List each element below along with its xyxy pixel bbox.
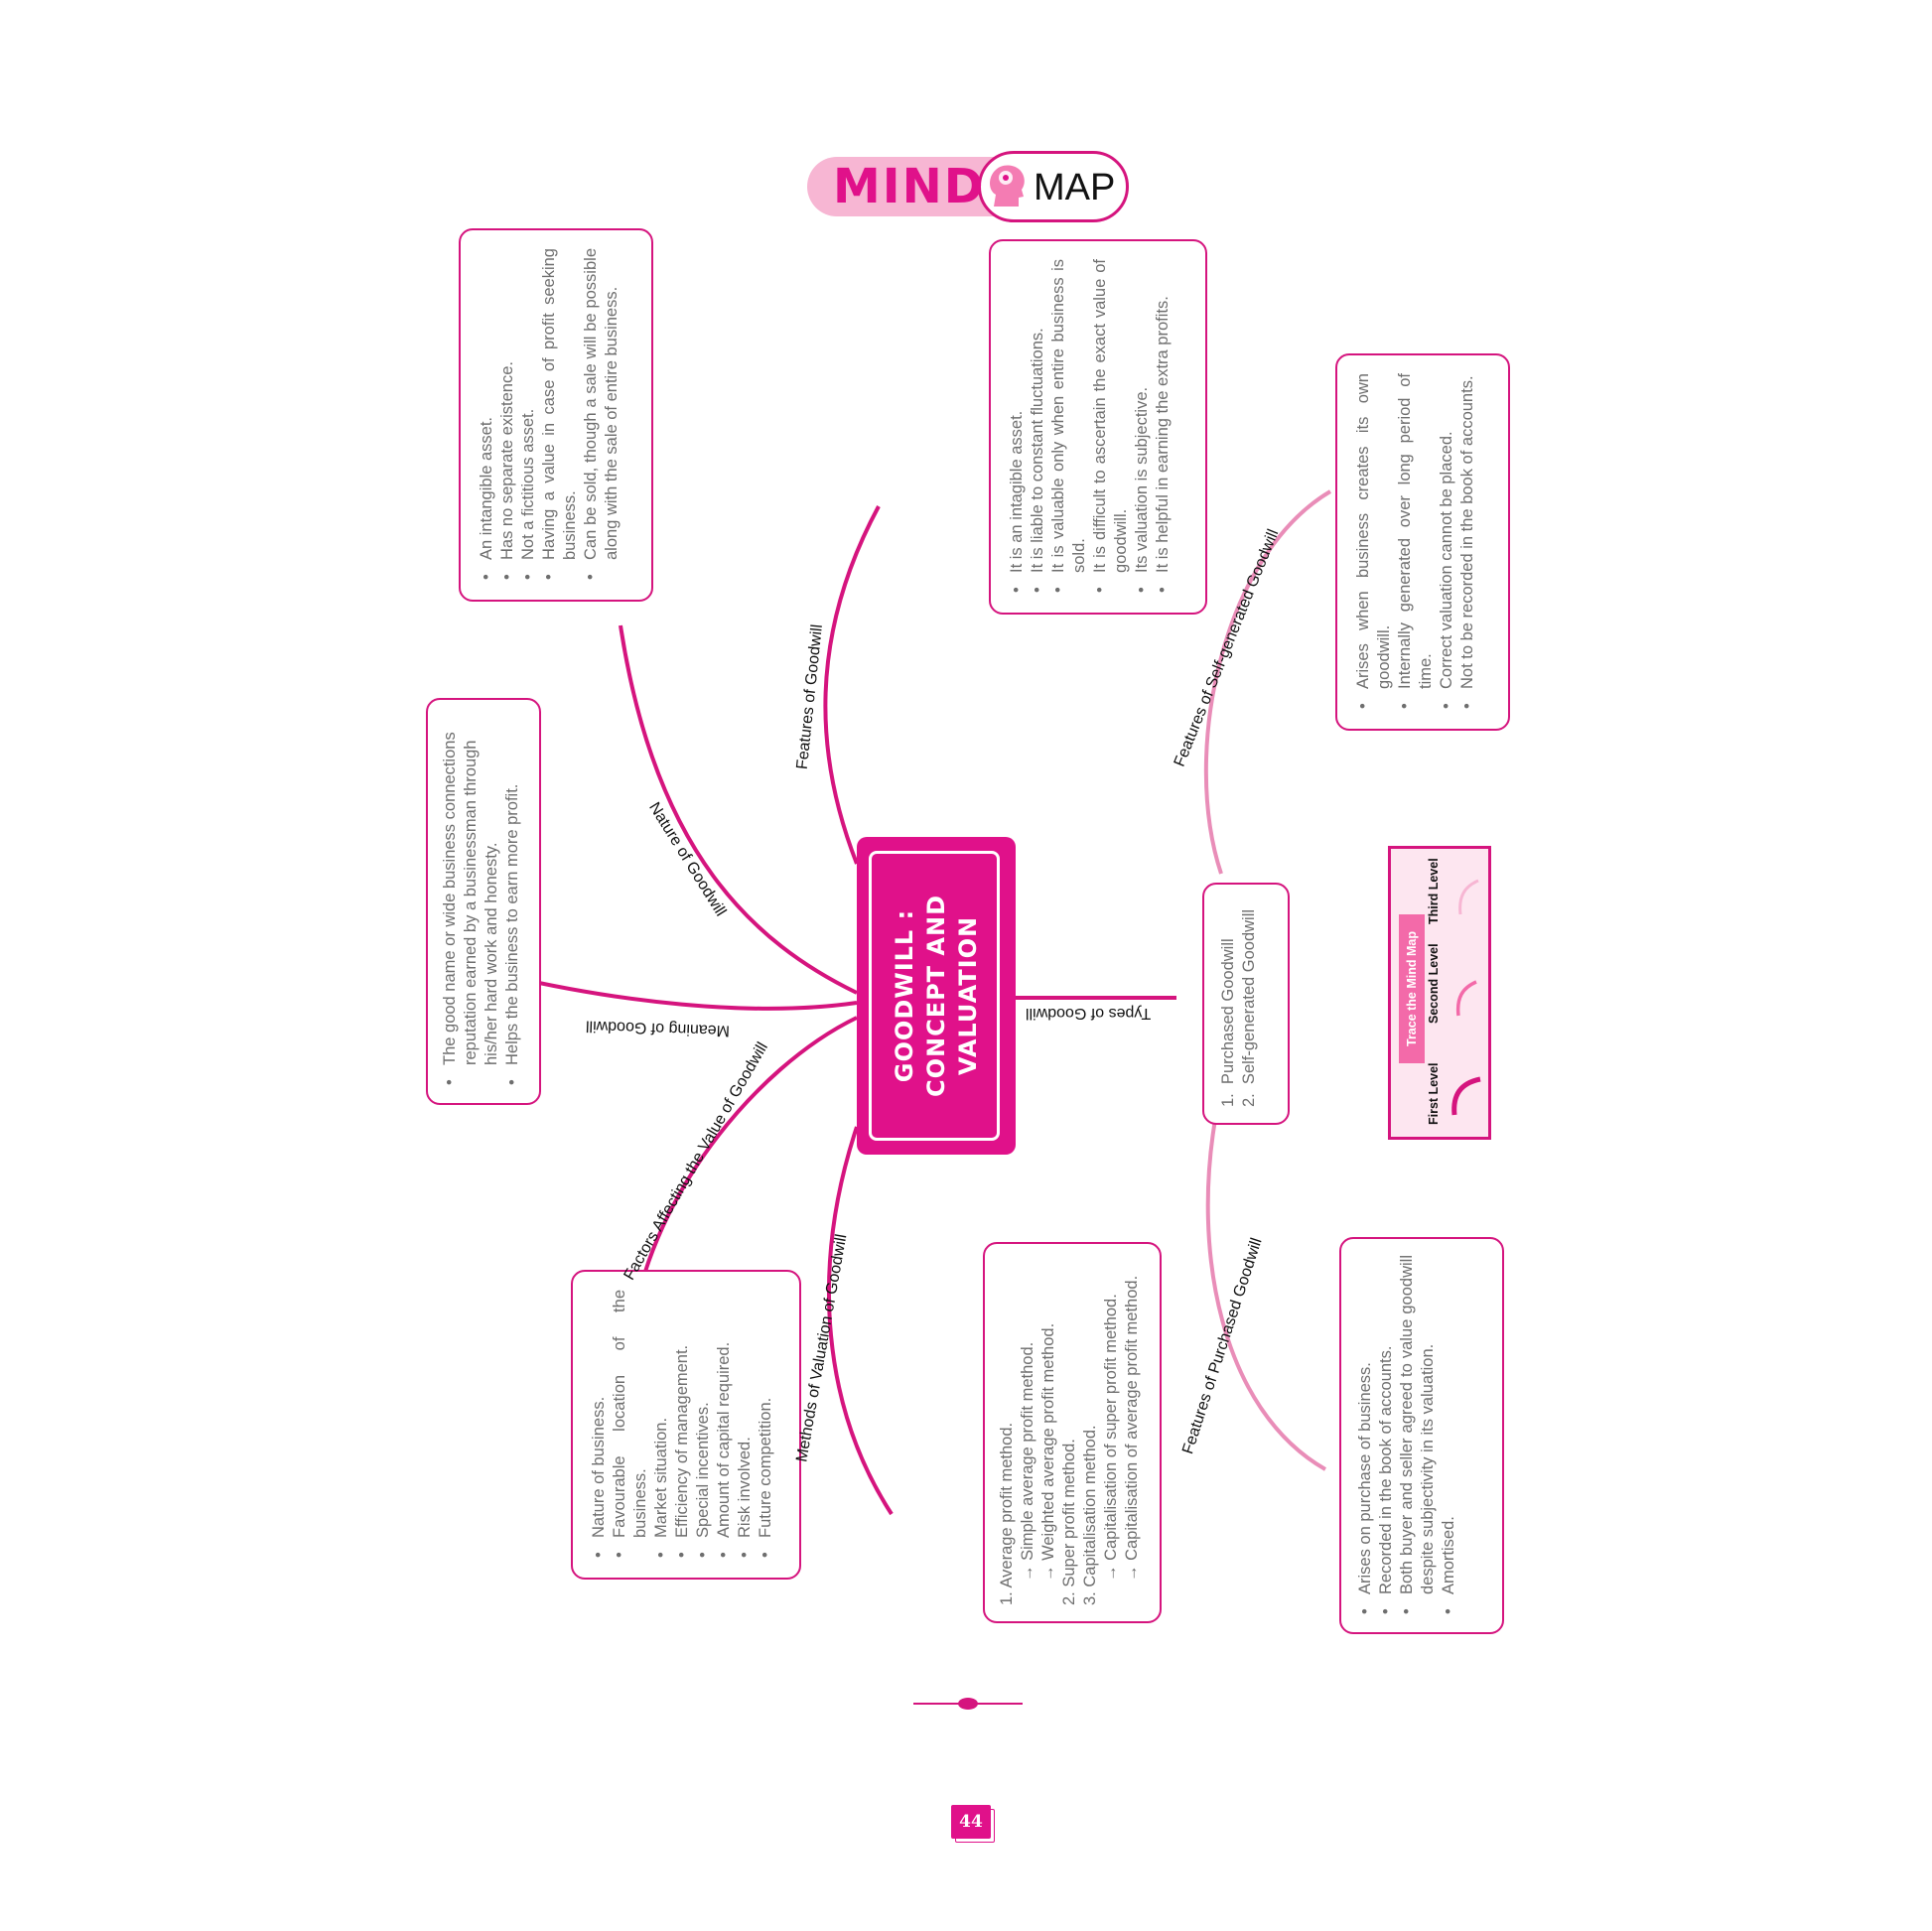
types-item-text: Purchased Goodwill bbox=[1219, 938, 1237, 1085]
nature-item: Can be sold, though a sale will be possi… bbox=[581, 248, 622, 560]
purchased-item: Recorded in the book of accounts. bbox=[1376, 1255, 1397, 1594]
branch-nature-line bbox=[619, 624, 858, 995]
central-topic-title: GOODWILL : CONCEPT AND VALUATION bbox=[891, 895, 982, 1098]
purchased-item: Both buyer and seller agreed to value go… bbox=[1397, 1255, 1439, 1594]
nature-box-wrapper: An intangible asset. Has no separate exi… bbox=[459, 228, 653, 602]
methods-list: 1. Average profit method. → Simple avera… bbox=[997, 1258, 1143, 1607]
methods-subitem: → Simple average profit method. bbox=[1019, 1341, 1036, 1582]
factors-box-wrapper: Nature of business. Favourable location … bbox=[571, 1270, 801, 1580]
nature-item: Not a fictitious asset. bbox=[518, 248, 539, 560]
methods-item: 1. Average profit method. bbox=[997, 1258, 1018, 1607]
page-number: 44 bbox=[951, 1805, 991, 1839]
self-generated-item: Correct valuation cannot be placed. bbox=[1437, 373, 1457, 689]
central-topic-frame bbox=[869, 851, 1000, 1141]
purchased-box: Arises on purchase of business. Recorded… bbox=[1339, 1237, 1504, 1634]
types-item-text: Self-generated Goodwill bbox=[1240, 908, 1258, 1085]
logo-map-word: MAP bbox=[1034, 167, 1116, 208]
methods-subitem: → Capitalisation of super profit method. bbox=[1102, 1294, 1120, 1582]
trace-legend-inner: Trace the Mind Map First Level Second Le… bbox=[1391, 849, 1488, 1137]
branch-methods-line bbox=[827, 1126, 894, 1516]
logo-mind-word: MIND bbox=[833, 159, 986, 214]
self-generated-list: Arises when business creates its own goo… bbox=[1353, 373, 1478, 711]
legend-level-swatches bbox=[1451, 879, 1481, 1116]
features-list: It is an intagible asset. It is liable t… bbox=[1007, 259, 1173, 595]
self-generated-box-wrapper: Arises when business creates its own goo… bbox=[1335, 353, 1510, 731]
trace-legend: Trace the Mind Map First Level Second Le… bbox=[1388, 846, 1491, 1140]
methods-box: 1. Average profit method. → Simple avera… bbox=[983, 1242, 1162, 1623]
branch-purchased-line bbox=[1205, 1113, 1326, 1471]
purchased-item: Amortised. bbox=[1439, 1255, 1459, 1594]
branch-meaning-line bbox=[485, 969, 858, 1011]
purchased-list: Arises on purchase of business. Recorded… bbox=[1355, 1255, 1459, 1616]
types-item: 2. Self-generated Goodwill bbox=[1239, 900, 1260, 1107]
methods-item-text: Super profit method. bbox=[1060, 1439, 1078, 1587]
mind-map-logo: MIND MAP bbox=[807, 149, 1135, 226]
features-item: It is difficult to ascertain the exact v… bbox=[1090, 259, 1132, 573]
features-item: It is valuable only when entire business… bbox=[1048, 259, 1090, 573]
purchased-item: Arises on purchase of business. bbox=[1355, 1255, 1376, 1594]
legend-first-swatch bbox=[1451, 1076, 1481, 1116]
methods-item: 3. Capitalisation method. bbox=[1080, 1258, 1101, 1607]
factors-item: Favourable location of the business. bbox=[610, 1290, 651, 1538]
methods-item: 2. Super profit method. bbox=[1059, 1258, 1080, 1607]
methods-subitem: → Weighted average profit method. bbox=[1039, 1322, 1057, 1582]
nature-item: Has no separate existence. bbox=[497, 248, 518, 560]
branch-self-generated-line bbox=[1203, 489, 1332, 875]
nature-item: An intangible asset. bbox=[477, 248, 497, 560]
features-item: It is helpful in earning the extra profi… bbox=[1153, 259, 1173, 573]
footer-ornament bbox=[913, 1698, 1023, 1710]
features-box: It is an intagible asset. It is liable t… bbox=[989, 239, 1207, 615]
features-item: It is liable to constant fluctuations. bbox=[1028, 259, 1048, 573]
methods-item-number: 3. bbox=[1081, 1591, 1099, 1605]
central-topic: GOODWILL : CONCEPT AND VALUATION bbox=[857, 837, 1016, 1155]
types-item-number: 1. bbox=[1219, 1093, 1237, 1107]
factors-item: Special incentives. bbox=[693, 1290, 714, 1538]
methods-subitem: → Capitalisation of average profit metho… bbox=[1123, 1275, 1141, 1582]
meaning-box-wrapper: The good name or wide business connectio… bbox=[426, 698, 541, 1105]
nature-item: Having a value in case of profit seeking… bbox=[539, 248, 581, 560]
factors-list: Nature of business. Favourable location … bbox=[589, 1290, 776, 1560]
types-item: 1. Purchased Goodwill bbox=[1218, 900, 1239, 1107]
methods-item-number: 1. bbox=[998, 1591, 1016, 1605]
features-item: Its valuation is subjective. bbox=[1132, 259, 1153, 573]
meaning-box: The good name or wide business connectio… bbox=[426, 698, 541, 1105]
purchased-box-wrapper: Arises on purchase of business. Recorded… bbox=[1339, 1237, 1504, 1634]
methods-item-text: Average profit method. bbox=[998, 1422, 1016, 1588]
meaning-list: The good name or wide business connectio… bbox=[440, 716, 523, 1087]
self-generated-item: Not to be recorded in the book of accoun… bbox=[1457, 373, 1478, 689]
factors-item: Future competition. bbox=[756, 1290, 776, 1538]
types-box: 1. Purchased Goodwill 2. Self-generated … bbox=[1202, 883, 1290, 1125]
meaning-item: The good name or wide business connectio… bbox=[440, 716, 502, 1065]
methods-item-number: 2. bbox=[1060, 1591, 1078, 1605]
self-generated-box: Arises when business creates its own goo… bbox=[1335, 353, 1510, 731]
self-generated-item: Arises when business creates its own goo… bbox=[1353, 373, 1395, 689]
types-label: Types of Goodwill bbox=[1026, 1005, 1152, 1022]
methods-box-wrapper: 1. Average profit method. → Simple avera… bbox=[983, 1242, 1162, 1623]
types-item-number: 2. bbox=[1240, 1093, 1258, 1107]
factors-item: Amount of capital required. bbox=[714, 1290, 735, 1538]
features-item: It is an intagible asset. bbox=[1007, 259, 1028, 573]
types-box-wrapper: 1. Purchased Goodwill 2. Self-generated … bbox=[1202, 883, 1290, 1125]
legend-third-swatch bbox=[1458, 879, 1479, 915]
branch-features-line bbox=[823, 505, 881, 865]
factors-item: Market situation. bbox=[651, 1290, 672, 1538]
methods-item-text: Capitalisation method. bbox=[1081, 1425, 1099, 1587]
page-number-badge: 44 bbox=[951, 1805, 995, 1843]
features-box-wrapper: It is an intagible asset. It is liable t… bbox=[989, 239, 1207, 615]
self-generated-item: Internally generated over long period of… bbox=[1395, 373, 1437, 689]
factors-item: Efficiency of management. bbox=[672, 1290, 693, 1538]
nature-box: An intangible asset. Has no separate exi… bbox=[459, 228, 653, 602]
factors-item: Risk involved. bbox=[735, 1290, 756, 1538]
factors-item: Nature of business. bbox=[589, 1290, 610, 1538]
factors-box: Nature of business. Favourable location … bbox=[571, 1270, 801, 1580]
meaning-item: Helps the business to earn more profit. bbox=[502, 716, 523, 1065]
nature-list: An intangible asset. Has no separate exi… bbox=[477, 248, 622, 582]
legend-second-swatch bbox=[1455, 980, 1477, 1017]
brain-head-icon bbox=[990, 165, 1025, 207]
